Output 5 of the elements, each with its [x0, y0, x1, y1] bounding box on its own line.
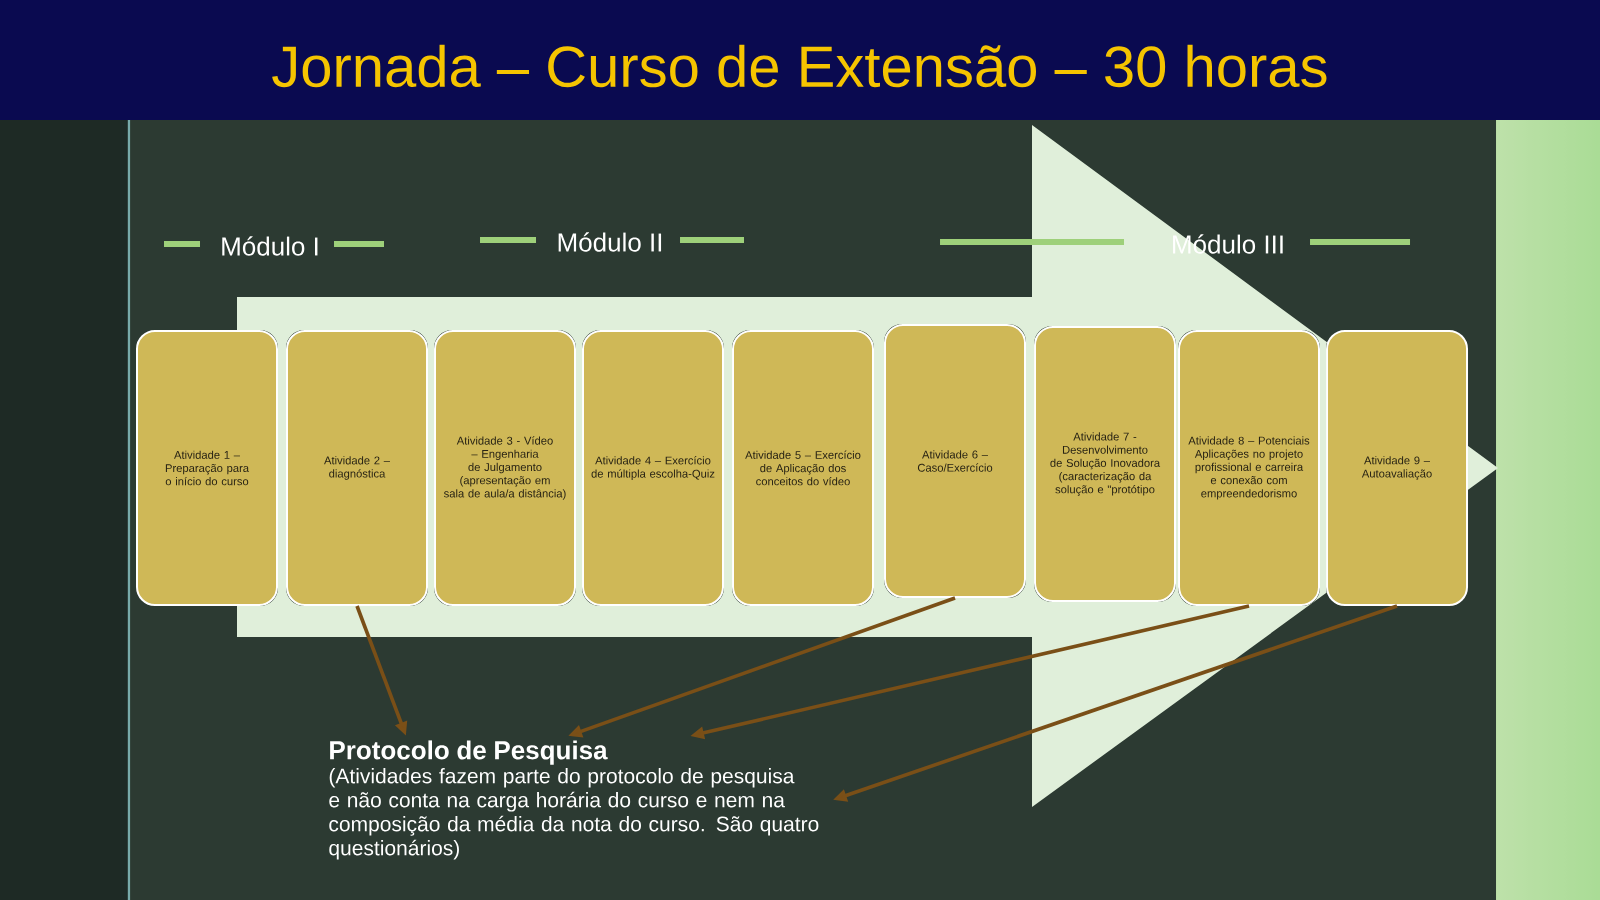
title-bar: Jornada – Curso de Extensão – 30 horas [0, 0, 1600, 120]
module-label: Módulo II [558, 232, 662, 252]
note-text: Protocolo de Pesquisa (Atividades fazem parte do protocolo de pesquisa e não conta na carga horária do curso e nem na composição da média da nota do curso. São quatro questionários) [329, 740, 819, 860]
block-arrow [237, 125, 1498, 807]
module-label: Módulo I [222, 236, 318, 256]
